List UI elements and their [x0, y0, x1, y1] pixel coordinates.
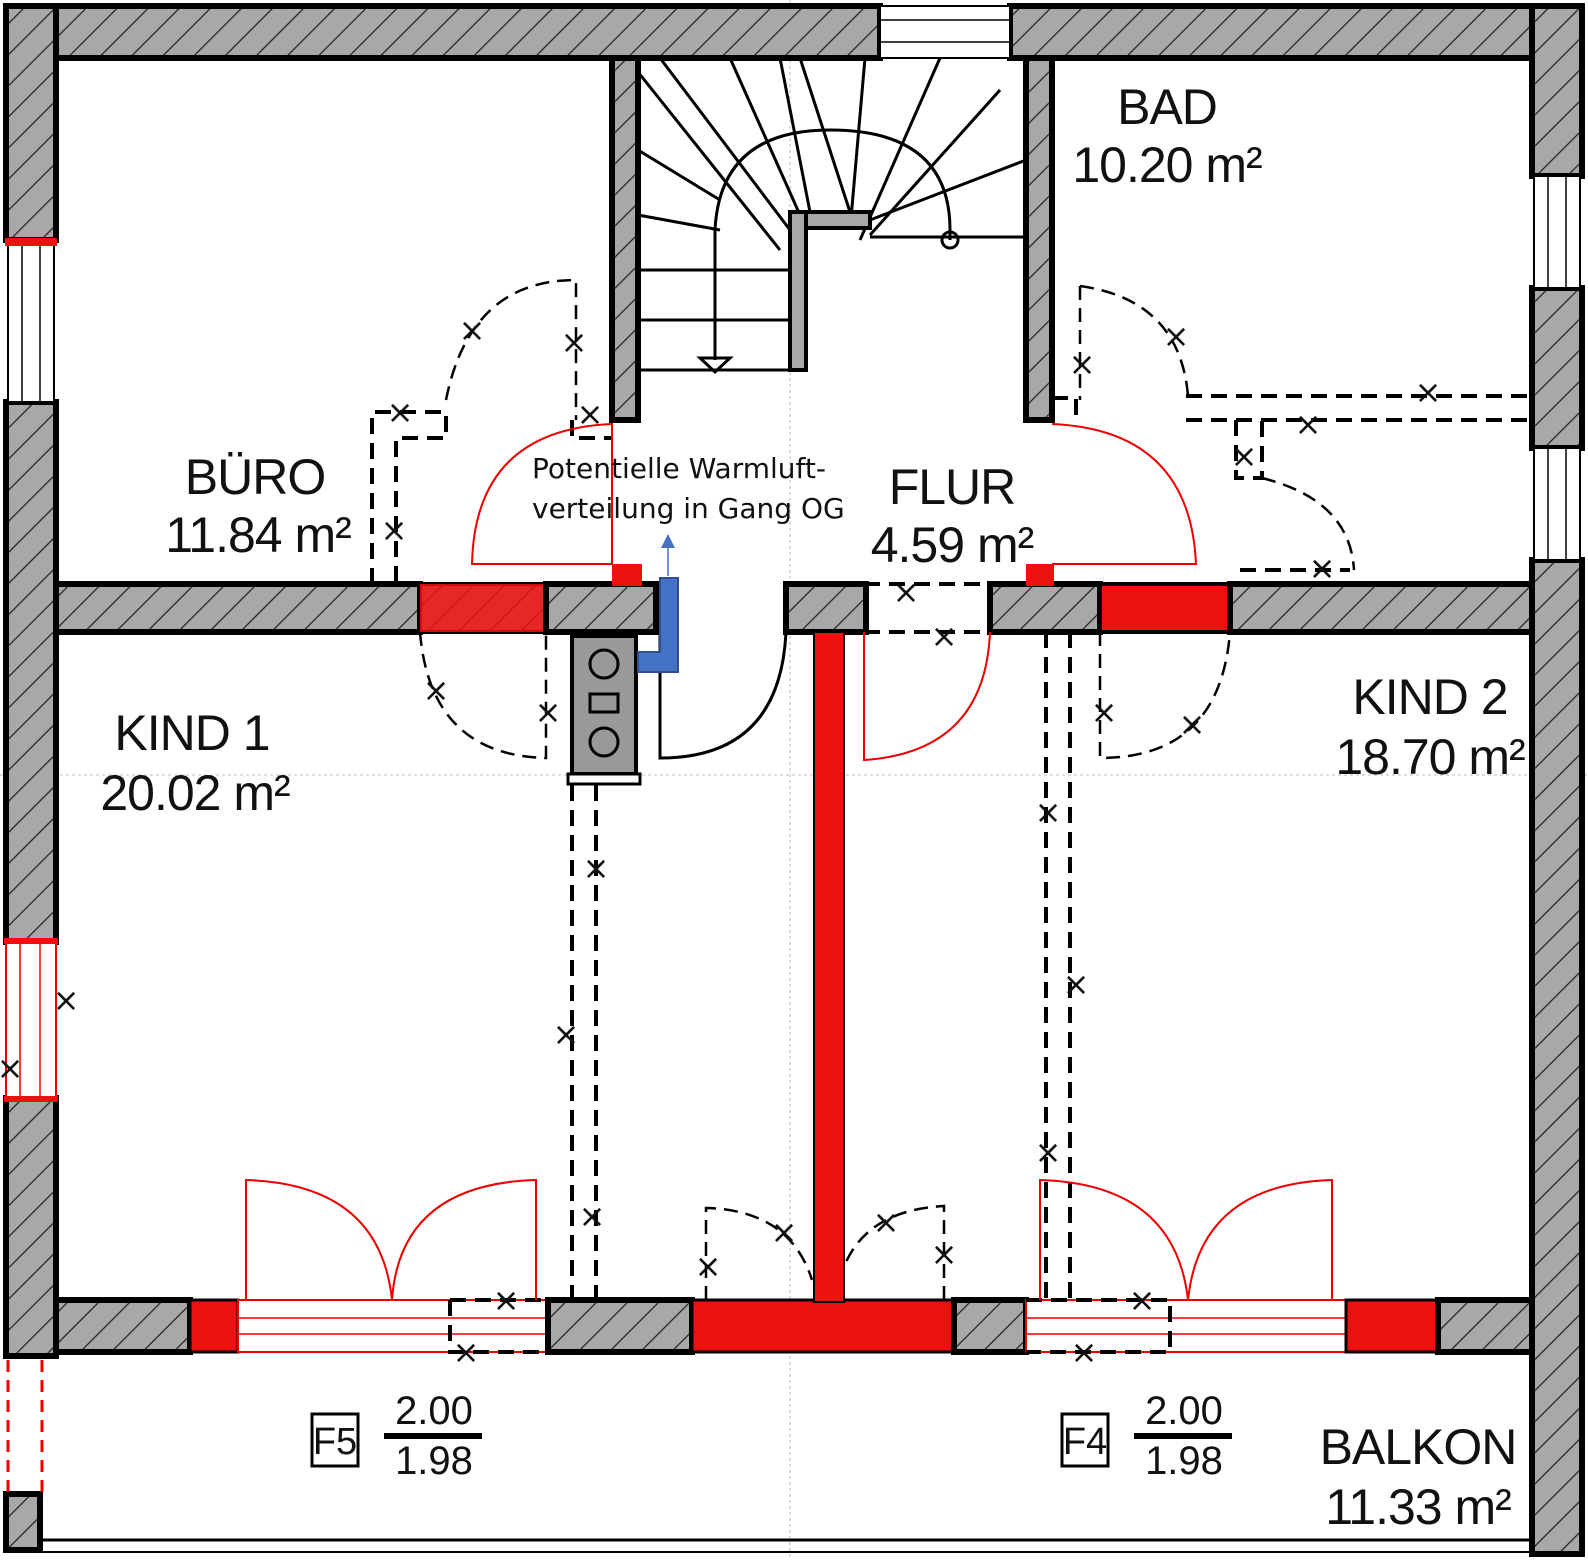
- x-mark: ×: [1295, 405, 1322, 443]
- x-mark: ×: [873, 1203, 900, 1241]
- exterior-walls: [3, 3, 1585, 1557]
- window-tag-f5-label: F5: [313, 1421, 357, 1463]
- room-labels: BÜRO 11.84 m² BAD 10.20 m² FLUR 4.59 m² …: [100, 79, 1526, 1535]
- x-mark: ×: [459, 311, 486, 349]
- x-mark: ×: [771, 1213, 798, 1251]
- warm-air-duct: [637, 534, 679, 673]
- interior-walls: [40, 55, 1535, 1553]
- x-mark: ×: [931, 617, 958, 655]
- x-mark: ×: [1163, 317, 1190, 355]
- x-mark: ×: [577, 395, 604, 433]
- x-mark: ×: [1071, 1333, 1098, 1371]
- x-mark: ×: [579, 1197, 606, 1235]
- window-tag-f4: F4 2.00 1.98: [1060, 1389, 1232, 1483]
- x-mark: ×: [561, 323, 588, 361]
- x-mark: ×: [1091, 693, 1118, 731]
- x-mark: ×: [695, 1247, 722, 1285]
- room-name-kind2: KIND 2: [1352, 669, 1507, 725]
- x-mark: ×: [553, 1015, 580, 1053]
- room-name-bad: BAD: [1117, 79, 1217, 135]
- removed-walls: [370, 394, 1532, 1354]
- staircase: [636, 57, 1027, 375]
- annotation-line-1: Potentielle Warmluft-: [532, 452, 826, 485]
- x-mark: ×: [1179, 705, 1206, 743]
- window-tag-f4-bottom: 1.98: [1145, 1439, 1223, 1483]
- x-mark: ×: [1069, 345, 1096, 383]
- x-mark: ×: [893, 573, 920, 611]
- x-mark: ×: [1415, 373, 1442, 411]
- x-mark: ×: [583, 849, 610, 887]
- x-mark: ×: [381, 511, 408, 549]
- room-name-flur: FLUR: [889, 459, 1016, 515]
- room-name-kind1: KIND 1: [114, 705, 269, 761]
- window-tag-f5: F5 2.00 1.98: [310, 1389, 482, 1483]
- x-mark: ×: [931, 1235, 958, 1273]
- x-mark: ×: [53, 981, 80, 1019]
- x-mark: ×: [423, 671, 450, 709]
- warm-air-annotation: Potentielle Warmluft- verteilung in Gang…: [532, 452, 845, 525]
- x-mark: ×: [1231, 437, 1258, 475]
- window-tag-f4-label: F4: [1063, 1421, 1107, 1463]
- annotation-line-2: verteilung in Gang OG: [532, 492, 845, 525]
- x-mark: ×: [387, 393, 414, 431]
- window-tag-f5-top: 2.00: [395, 1389, 473, 1433]
- removal-marks: × × × × × × × × × × × × × × × × × × × × × × × × × × × × × × × × ×: [0, 311, 1441, 1371]
- door-swings: [245, 278, 1356, 1301]
- x-mark: ×: [535, 693, 562, 731]
- room-area-kind2: 18.70 m²: [1335, 729, 1525, 785]
- duct-shape: [637, 577, 679, 673]
- chimney: [566, 634, 642, 786]
- room-area-flur: 4.59 m²: [871, 517, 1034, 573]
- room-area-balkon: 11.33 m²: [1325, 1479, 1511, 1535]
- window-tag-f5-bottom: 1.98: [395, 1439, 473, 1483]
- window-tag-f4-top: 2.00: [1145, 1389, 1223, 1433]
- x-mark: ×: [453, 1333, 480, 1371]
- x-mark: ×: [0, 1049, 23, 1087]
- x-mark: ×: [1309, 549, 1336, 587]
- room-area-buero: 11.84 m²: [165, 507, 351, 563]
- room-area-bad: 10.20 m²: [1072, 137, 1262, 193]
- x-mark: ×: [1035, 1133, 1062, 1171]
- x-mark: ×: [493, 1281, 520, 1319]
- x-mark: ×: [1129, 1281, 1156, 1319]
- room-area-kind1: 20.02 m²: [100, 765, 290, 821]
- x-mark: ×: [1035, 793, 1062, 831]
- window-openings: [4, 5, 1581, 1494]
- room-name-balkon: BALKON: [1320, 1419, 1517, 1475]
- x-mark: ×: [1063, 965, 1090, 1003]
- room-name-buero: BÜRO: [185, 449, 325, 505]
